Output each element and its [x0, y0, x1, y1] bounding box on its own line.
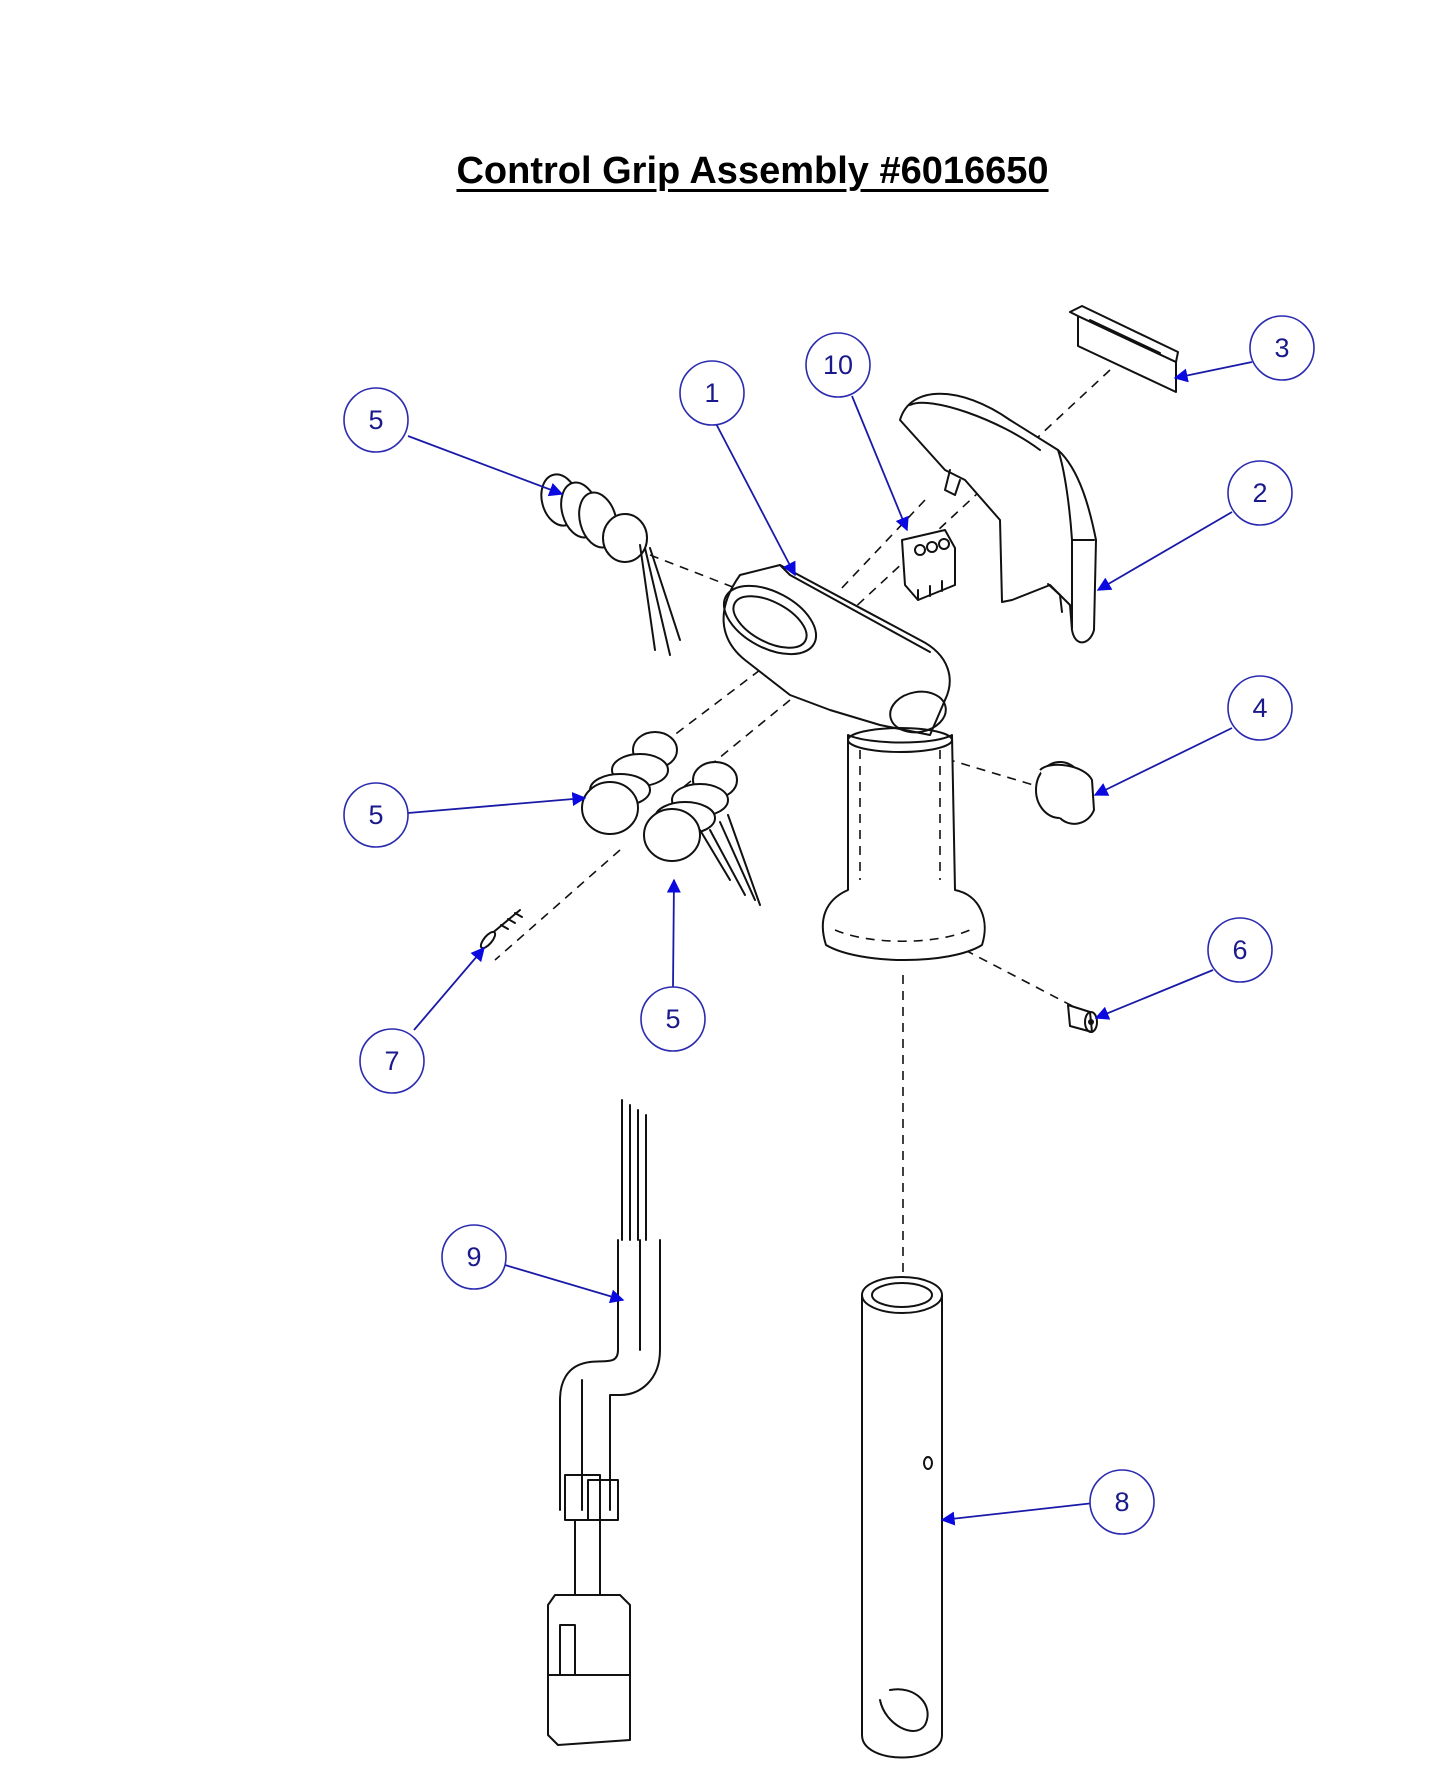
- callout-6: 6: [1207, 917, 1273, 983]
- callout-5-lower: 5: [640, 986, 706, 1052]
- callout-label: 1: [704, 378, 719, 408]
- callout-label: 7: [384, 1046, 399, 1076]
- callout-label: 2: [1252, 478, 1267, 508]
- callout-10: 10: [805, 332, 871, 398]
- part-2-trigger-cover: [899, 392, 1097, 644]
- part-6-set-screw: [1067, 1004, 1098, 1033]
- callout-1: 1: [679, 360, 745, 426]
- part-5-switch-right: [643, 761, 761, 906]
- part-5-switch-upper: [540, 473, 681, 656]
- callout-label: 9: [466, 1242, 481, 1272]
- callout-label: 4: [1252, 693, 1267, 723]
- callout-label: 5: [368, 405, 383, 435]
- callout-8: 8: [1089, 1469, 1155, 1535]
- part-4-plug: [1035, 761, 1095, 825]
- callout-label: 8: [1114, 1487, 1129, 1517]
- callout-label: 6: [1232, 935, 1247, 965]
- callout-9: 9: [441, 1224, 507, 1290]
- part-3-pad: [1069, 305, 1179, 393]
- callout-label: 5: [665, 1004, 680, 1034]
- part-1-grip-housing: [722, 564, 986, 961]
- callout-7: 7: [359, 1028, 425, 1094]
- callout-4: 4: [1227, 675, 1293, 741]
- callout-label: 3: [1274, 333, 1289, 363]
- part-9-wire-harness: [547, 1099, 661, 1746]
- part-8-tube: [861, 1276, 943, 1759]
- page-title: Control Grip Assembly #6016650: [456, 150, 1049, 192]
- callout-label: 5: [368, 800, 383, 830]
- callout-5-upper: 5: [343, 387, 409, 453]
- callout-3: 3: [1249, 315, 1315, 381]
- callout-5-left: 5: [343, 782, 409, 848]
- callout-2: 2: [1227, 460, 1293, 526]
- part-5-switch-left: [581, 731, 678, 835]
- part-10-connector: [901, 529, 956, 601]
- callout-leaders: [407, 361, 1253, 1526]
- part-7-screw: [479, 909, 523, 950]
- callout-label: 10: [823, 350, 853, 380]
